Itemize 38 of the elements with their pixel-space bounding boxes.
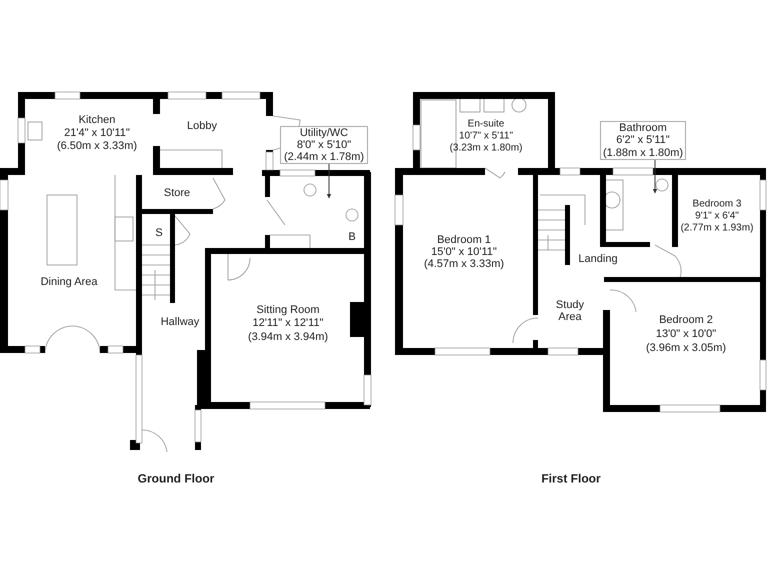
room-dimension: 13'0" x 10'0" bbox=[656, 328, 716, 340]
room-dimension: (4.57m x 3.33m) bbox=[424, 258, 504, 270]
room-dimension: 21'4" x 10'11" bbox=[64, 126, 130, 140]
room-dimension: (3.94m x 3.94m) bbox=[248, 330, 328, 344]
room-dimension: 9'1" x 6'4" bbox=[695, 210, 739, 222]
room-name: B bbox=[348, 230, 356, 244]
room-dimension: 10'7" x 5'11" bbox=[458, 130, 514, 142]
room-dimension: (3.96m x 3.05m) bbox=[646, 342, 726, 354]
room-callout bbox=[600, 121, 686, 160]
room-name: Landing bbox=[578, 252, 618, 266]
room-name: Bedroom 1 bbox=[437, 234, 491, 246]
room-name: Hallway bbox=[160, 316, 200, 328]
floor-title: Ground Floor bbox=[138, 472, 214, 486]
room-name: Kitchen bbox=[78, 114, 116, 126]
room-dimension: 6'2" x 5'11" bbox=[616, 134, 670, 147]
room-dimension: (3.23m x 1.80m) bbox=[450, 142, 522, 154]
room-name: Bedroom 3 bbox=[692, 198, 742, 210]
room-dimension: (2.77m x 1.93m) bbox=[680, 222, 754, 234]
room-name: Utility/WC bbox=[300, 126, 348, 139]
leader-arrow bbox=[326, 164, 332, 198]
room-name: Dining Area bbox=[40, 276, 98, 288]
floor-title: First Floor bbox=[541, 472, 601, 486]
room-name: S bbox=[155, 226, 163, 240]
room-name: Bedroom 2 bbox=[659, 314, 713, 326]
room-dimension: (6.50m x 3.33m) bbox=[56, 140, 138, 152]
room-name: Store bbox=[164, 186, 190, 200]
room-dimension: 12'11" x 12'11" bbox=[252, 316, 324, 330]
room-dimension: 8'0" x 5'10" bbox=[296, 138, 352, 152]
room-name: Bathroom bbox=[619, 122, 667, 134]
room-name: Lobby bbox=[187, 120, 217, 132]
room-name: En-suite bbox=[468, 118, 504, 130]
leader-arrow bbox=[652, 160, 658, 194]
room-name: Study Area bbox=[554, 298, 586, 324]
room-callout bbox=[280, 126, 368, 164]
room-dimension: (2.44m x 1.78m) bbox=[284, 151, 364, 164]
room-dimension: (1.88m x 1.80m) bbox=[602, 146, 684, 159]
room-dimension: 15'0" x 10'11" bbox=[431, 246, 497, 258]
room-name: Sitting Room bbox=[256, 304, 320, 316]
